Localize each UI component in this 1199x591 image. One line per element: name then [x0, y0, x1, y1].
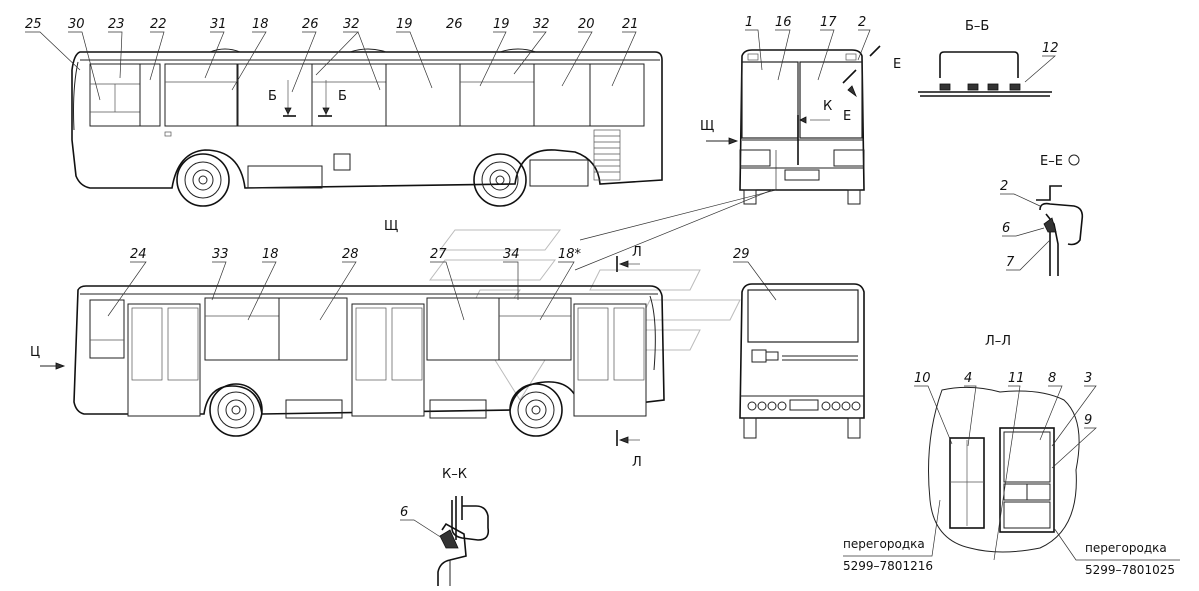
windshield-left-16: [741, 61, 799, 139]
svg-text:19: 19: [396, 17, 413, 32]
windshield-edge-25: [73, 61, 79, 131]
svg-text:3: 3: [1084, 371, 1092, 386]
svg-text:34: 34: [503, 247, 520, 262]
svg-text:21: 21: [622, 17, 639, 32]
partition-label-left: перегородка 5299–7801216: [843, 499, 941, 573]
windshield-right-17: [799, 61, 863, 139]
svg-text:23: 23: [108, 17, 125, 32]
svg-text:17: 17: [820, 15, 837, 30]
rear-wheel-bottom: [509, 383, 563, 437]
svg-text:5299–7801216: 5299–7801216: [843, 559, 933, 573]
cut-label-e-top: Е: [893, 57, 901, 72]
front-callouts: 1 16 17 2: [745, 15, 871, 81]
svg-text:30: 30: [68, 17, 85, 32]
svg-text:12: 12: [1042, 41, 1059, 56]
svg-text:26: 26: [446, 17, 463, 32]
front-wheel-top: [176, 153, 230, 207]
section-e-e: Е–Е 2 6 7: [1000, 154, 1084, 276]
svg-text:7: 7: [1006, 255, 1015, 270]
view-label-ts: Ц: [30, 345, 40, 360]
svg-text:33: 33: [212, 247, 229, 262]
svg-text:28: 28: [342, 247, 359, 262]
section-l-l-title: Л–Л: [985, 334, 1011, 349]
cut-label-e-bottom: Е: [843, 109, 851, 124]
side-top-callouts: 25 30 23 22 31 18 26 32 19 26 19 32 20 2…: [25, 17, 639, 101]
svg-text:перегородка: перегородка: [843, 537, 925, 551]
section-e-e-title: Е–Е: [1040, 154, 1063, 169]
svg-text:6: 6: [1002, 221, 1010, 236]
cut-label-b-right: Б: [338, 89, 347, 104]
svg-text:4: 4: [964, 371, 972, 386]
svg-text:18: 18: [252, 17, 269, 32]
rear-wheel-top: [473, 153, 527, 207]
svg-text:перегородка: перегородка: [1085, 541, 1167, 555]
svg-text:1: 1: [745, 15, 753, 30]
svg-text:24: 24: [130, 247, 147, 262]
partition-window-left: [949, 437, 985, 529]
cut-label-l-top: Л: [632, 245, 642, 260]
svg-text:25: 25: [25, 17, 42, 32]
svg-text:18*: 18*: [558, 247, 582, 262]
window-24: [89, 299, 125, 359]
section-l-l: Л–Л 10 4 11 8 3 9 перегородка 5299–78012…: [843, 334, 1180, 577]
cut-label-k: К: [823, 99, 832, 114]
svg-text:10: 10: [914, 371, 931, 386]
svg-text:6: 6: [400, 505, 408, 520]
section-k-k: К–К 6: [400, 467, 490, 586]
section-b-b: Б–Б 12: [918, 19, 1059, 97]
svg-text:32: 32: [533, 17, 550, 32]
svg-text:9: 9: [1084, 413, 1092, 428]
svg-text:31: 31: [210, 17, 227, 32]
svg-text:26: 26: [302, 17, 319, 32]
svg-text:5299–7801025: 5299–7801025: [1085, 563, 1175, 577]
svg-text:27: 27: [430, 247, 447, 262]
view-label-shch-center: Щ: [384, 219, 398, 234]
section-k-k-title: К–К: [442, 467, 467, 482]
svg-text:22: 22: [150, 17, 167, 32]
svg-text:2: 2: [858, 15, 866, 30]
partition-window-right: [999, 427, 1055, 533]
svg-text:2: 2: [1000, 179, 1008, 194]
side-bottom-callouts: 24 33 18 28 27 34 18* 29: [107, 247, 777, 321]
svg-text:29: 29: [733, 247, 750, 262]
svg-text:11: 11: [1008, 371, 1025, 386]
svg-text:18: 18: [262, 247, 279, 262]
side-view-left: Б Б: [71, 48, 663, 207]
cut-label-b-left: Б: [268, 89, 277, 104]
front-view: К Е Е Щ: [700, 45, 901, 205]
rear-view: [739, 283, 865, 439]
svg-text:32: 32: [343, 17, 360, 32]
partition-label-right: перегородка 5299–7801025: [1053, 527, 1180, 577]
rear-window-29: [747, 289, 859, 343]
section-b-b-title: Б–Б: [965, 19, 989, 34]
svg-text:20: 20: [578, 17, 595, 32]
door-rear: [573, 303, 647, 417]
svg-text:19: 19: [493, 17, 510, 32]
front-wheel-bottom: [209, 383, 263, 437]
svg-text:16: 16: [775, 15, 792, 30]
svg-text:8: 8: [1048, 371, 1056, 386]
view-label-shch: Щ: [700, 119, 714, 134]
rear-grille: [593, 129, 621, 181]
door-front-left: [127, 303, 201, 417]
side-view-right: Ц Л Л Щ: [30, 219, 665, 470]
door-middle: [351, 303, 425, 417]
cut-label-l-bottom: Л: [632, 455, 642, 470]
